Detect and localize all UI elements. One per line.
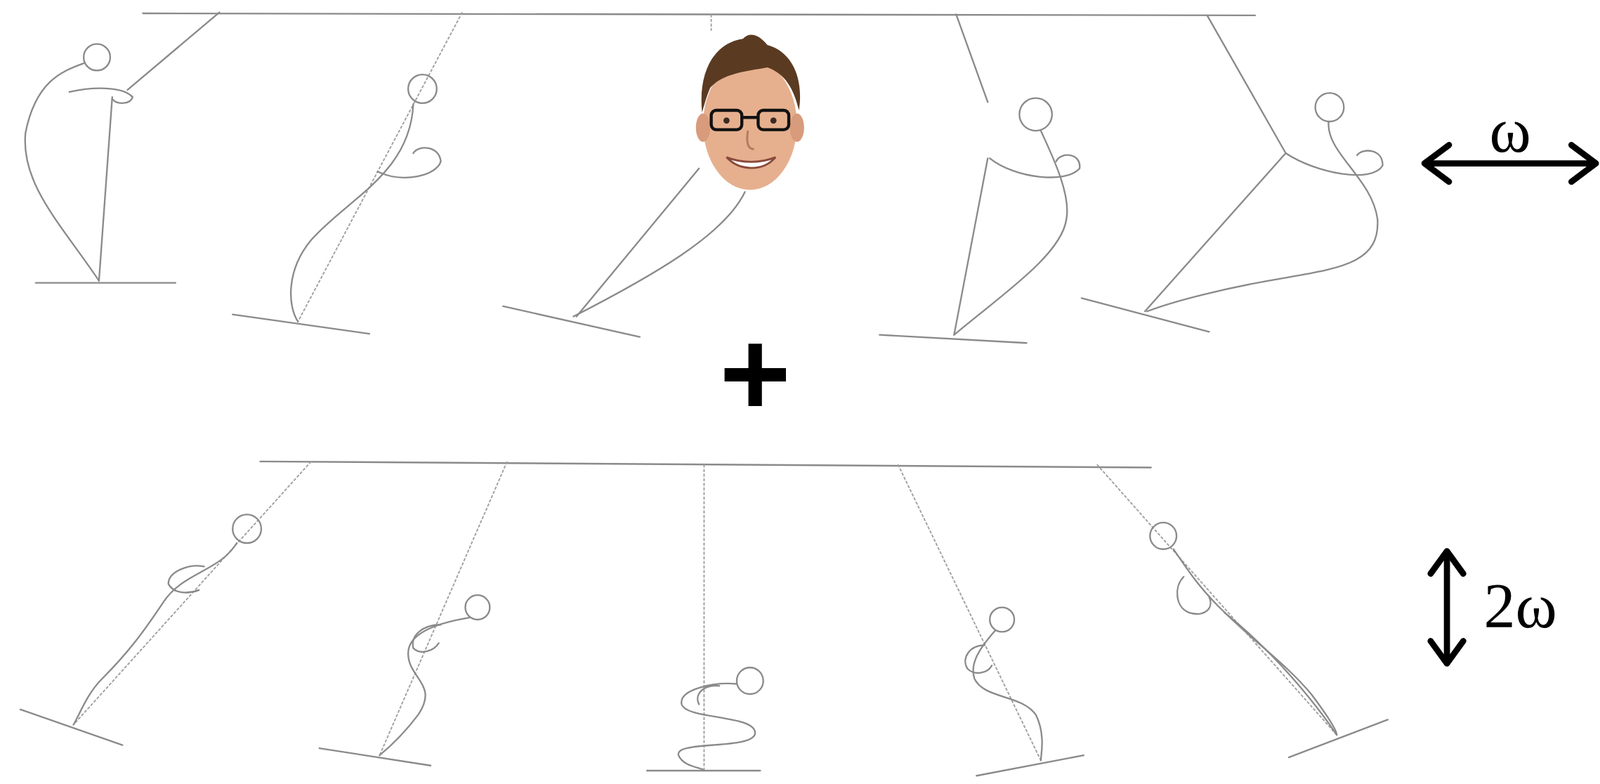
swinger-figure	[319, 461, 508, 766]
support-bar	[142, 13, 1256, 16]
frequency-label: 2ω	[1484, 574, 1558, 638]
swinger-figure	[1097, 464, 1388, 758]
swinger-figure	[1081, 15, 1383, 332]
swinger-figure	[232, 12, 463, 335]
support-bar	[259, 461, 1151, 468]
bottom-swing-row	[20, 461, 1388, 776]
swinger-figure	[25, 12, 220, 284]
swinger-figure	[897, 464, 1084, 776]
vertical-double-arrow	[1430, 551, 1464, 664]
photo-face	[696, 35, 805, 191]
swinger-figure	[646, 464, 764, 771]
top-swing-row	[25, 12, 1383, 344]
swinger-figure	[879, 14, 1080, 343]
plus-sign: +	[719, 312, 791, 435]
swinger-figure	[502, 14, 745, 337]
swinger-figure	[20, 461, 312, 746]
frequency-label: ω	[1489, 99, 1532, 163]
